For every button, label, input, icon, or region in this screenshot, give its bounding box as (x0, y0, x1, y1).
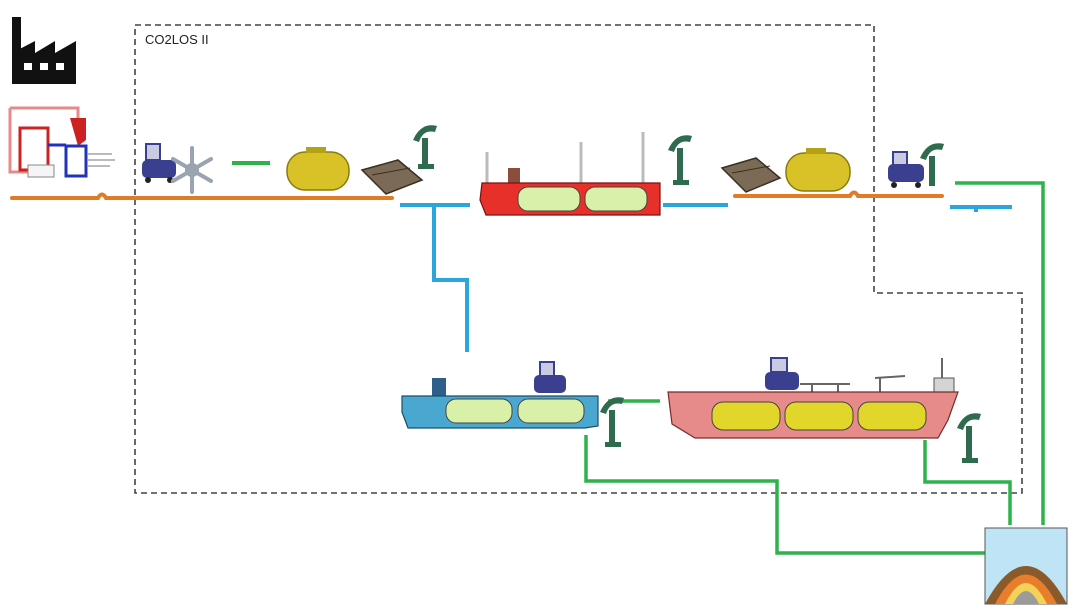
storage-tank-icon (785, 148, 851, 192)
onshore-pipeline-left (10, 192, 394, 200)
well-head-icon (957, 413, 981, 463)
barge (479, 132, 661, 216)
boundary-label: CO2LOS II (145, 32, 209, 47)
well-head-icon (668, 135, 692, 185)
loading-arm-icon (720, 157, 782, 193)
fpso (667, 357, 959, 439)
compressor-icon (142, 143, 176, 183)
shuttle-tanker (401, 361, 599, 429)
co2los-boundary (134, 24, 1023, 494)
capture-plant-icon (8, 106, 115, 178)
well-head-icon (920, 143, 944, 186)
compressor-icon (888, 151, 924, 188)
onshore-pipeline-right (733, 190, 944, 198)
loading-arm-icon (360, 159, 424, 195)
loading-line-barge (400, 203, 1012, 352)
reservoir-icon (984, 527, 1068, 605)
storage-tank-icon (286, 147, 350, 191)
factory-icon (12, 17, 76, 84)
well-head-icon (600, 397, 624, 447)
injection-line (584, 181, 1045, 555)
well-head-icon (413, 125, 437, 169)
snowflake-icon (171, 146, 213, 194)
